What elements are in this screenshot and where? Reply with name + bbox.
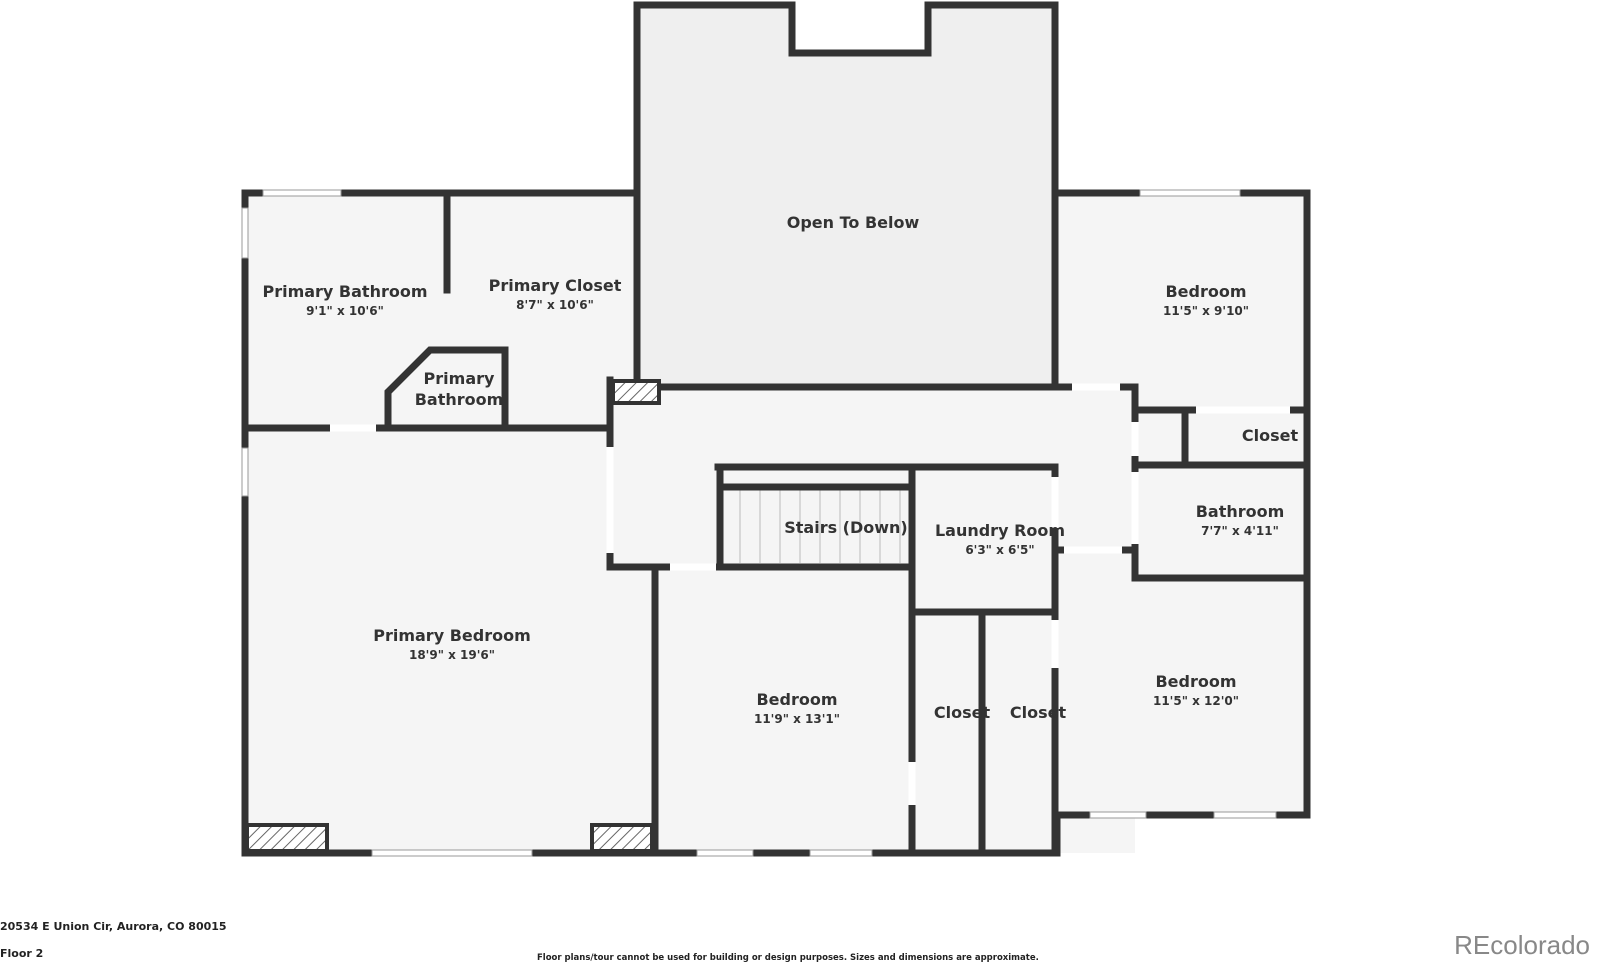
address: 20534 E Union Cir, Aurora, CO 80015 — [0, 920, 227, 933]
room-dims: 8'7" x 10'6" — [516, 298, 594, 312]
room-bedroom-ne: Bedroom — [1165, 282, 1246, 301]
room-primary-closet: Primary Closet — [489, 276, 622, 295]
room-label-line2: Bathroom — [415, 390, 504, 409]
room-dims: 18'9" x 19'6" — [409, 648, 495, 662]
walls — [241, 1, 1311, 857]
east-floor — [1055, 193, 1307, 815]
room-stairs: Stairs (Down) — [784, 518, 908, 537]
room-primary-bathroom: Primary Bathroom — [262, 282, 427, 301]
room-labels: Open To Below Primary Bathroom 9'1" x 10… — [262, 213, 1298, 726]
door-openings — [330, 383, 1290, 805]
room-primary-bedroom: Primary Bedroom — [373, 626, 531, 645]
disclaimer: Floor plans/tour cannot be used for buil… — [537, 953, 1039, 963]
floor-label: Floor 2 — [0, 947, 44, 960]
room-dims: 9'1" x 10'6" — [306, 304, 384, 318]
room-bedroom-s: Bedroom — [756, 690, 837, 709]
recolorado-logo: REcolorado — [1454, 930, 1590, 960]
room-closet-1: Closet — [934, 703, 991, 722]
room-dims: 11'5" x 9'10" — [1163, 304, 1249, 318]
room-dims: 11'5" x 12'0" — [1153, 694, 1239, 708]
room-closet-2: Closet — [1010, 703, 1067, 722]
open-to-below-area — [637, 5, 1055, 387]
room-dims: 6'3" x 6'5" — [965, 543, 1034, 557]
room-dims: 11'9" x 13'1" — [754, 712, 840, 726]
west-floor — [245, 193, 637, 853]
room-bathroom: Bathroom — [1196, 502, 1285, 521]
columns — [245, 379, 661, 853]
stairs-treads — [739, 490, 901, 563]
room-bedroom-se: Bedroom — [1155, 672, 1236, 691]
room-laundry: Laundry Room — [935, 521, 1065, 540]
windows — [241, 189, 1277, 857]
room-open-to-below: Open To Below — [787, 213, 920, 232]
room-primary-bathroom-small: Primary — [424, 369, 495, 388]
room-closet-ne: Closet — [1242, 426, 1299, 445]
room-dims: 7'7" x 4'11" — [1201, 524, 1279, 538]
